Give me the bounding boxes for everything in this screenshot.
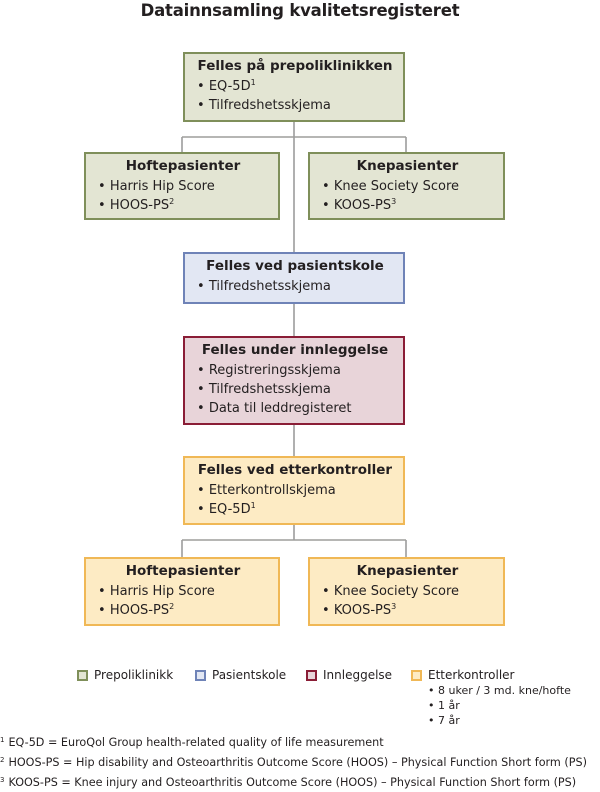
list-item: EQ-5D1 xyxy=(197,500,393,519)
legend-label-etterkontroller: Etterkontroller xyxy=(428,668,515,682)
legend-subitem: 1 år xyxy=(428,699,460,713)
box-pasientskole: Felles ved pasientskole Tilfredshetsskje… xyxy=(183,252,405,304)
list-item: Knee Society Score xyxy=(322,582,493,601)
list-item: Registreringsskjema xyxy=(197,361,393,380)
box-heading: Felles ved etterkontroller xyxy=(197,462,393,478)
box-hoftepasienter-top: Hoftepasienter Harris Hip Score HOOS-PS2 xyxy=(84,152,280,220)
legend-swatch-innleggelse xyxy=(306,670,317,681)
box-etterkontroller: Felles ved etterkontroller Etterkontroll… xyxy=(183,456,405,525)
legend-swatch-prepoliklinikk xyxy=(77,670,88,681)
box-heading: Felles under innleggelse xyxy=(201,342,389,358)
list-item: Tilfredshetsskjema xyxy=(197,96,393,115)
legend-label-prepoliklinikk: Prepoliklinikk xyxy=(94,668,174,682)
legend-subitem: 8 uker / 3 md. kne/hofte xyxy=(428,684,571,698)
box-innleggelse: Felles under innleggelse Registreringssk… xyxy=(183,336,405,425)
list-item: Tilfredshetsskjema xyxy=(197,380,393,399)
box-heading: Knepasienter xyxy=(356,563,459,579)
legend-swatch-etterkontroller xyxy=(411,670,422,681)
box-prepoliklinikk: Felles på prepoliklinikken EQ-5D1 Tilfre… xyxy=(183,52,405,122)
legend-subitem: 7 år xyxy=(428,714,460,728)
list-item: EQ-5D1 xyxy=(197,77,393,96)
legend-label-pasientskole: Pasientskole xyxy=(212,668,287,682)
list-item: KOOS-PS3 xyxy=(322,196,493,215)
legend-label-innleggelse: Innleggelse xyxy=(323,668,393,682)
list-item: Knee Society Score xyxy=(322,177,493,196)
box-heading: Knepasienter xyxy=(356,158,459,174)
box-heading: Felles ved pasientskole xyxy=(206,258,384,274)
list-item: Harris Hip Score xyxy=(98,177,268,196)
box-knepasienter-bottom: Knepasienter Knee Society Score KOOS-PS3 xyxy=(308,557,505,626)
box-heading: Hoftepasienter xyxy=(125,563,241,579)
list-item: Harris Hip Score xyxy=(98,582,268,601)
diagram-title: Datainnsamling kvalitetsregisteret xyxy=(140,1,460,20)
list-item: Etterkontrollskjema xyxy=(197,481,393,500)
list-item: Data til leddregisteret xyxy=(197,399,393,418)
legend-swatch-pasientskole xyxy=(195,670,206,681)
box-hoftepasienter-bottom: Hoftepasienter Harris Hip Score HOOS-PS2 xyxy=(84,557,280,626)
box-heading: Hoftepasienter xyxy=(125,158,241,174)
box-heading: Felles på prepoliklinikken xyxy=(197,58,393,74)
list-item: Tilfredshetsskjema xyxy=(197,277,393,296)
list-item: HOOS-PS2 xyxy=(98,601,268,620)
box-knepasienter-top: Knepasienter Knee Society Score KOOS-PS3 xyxy=(308,152,505,220)
list-item: HOOS-PS2 xyxy=(98,196,268,215)
list-item: KOOS-PS3 xyxy=(322,601,493,620)
